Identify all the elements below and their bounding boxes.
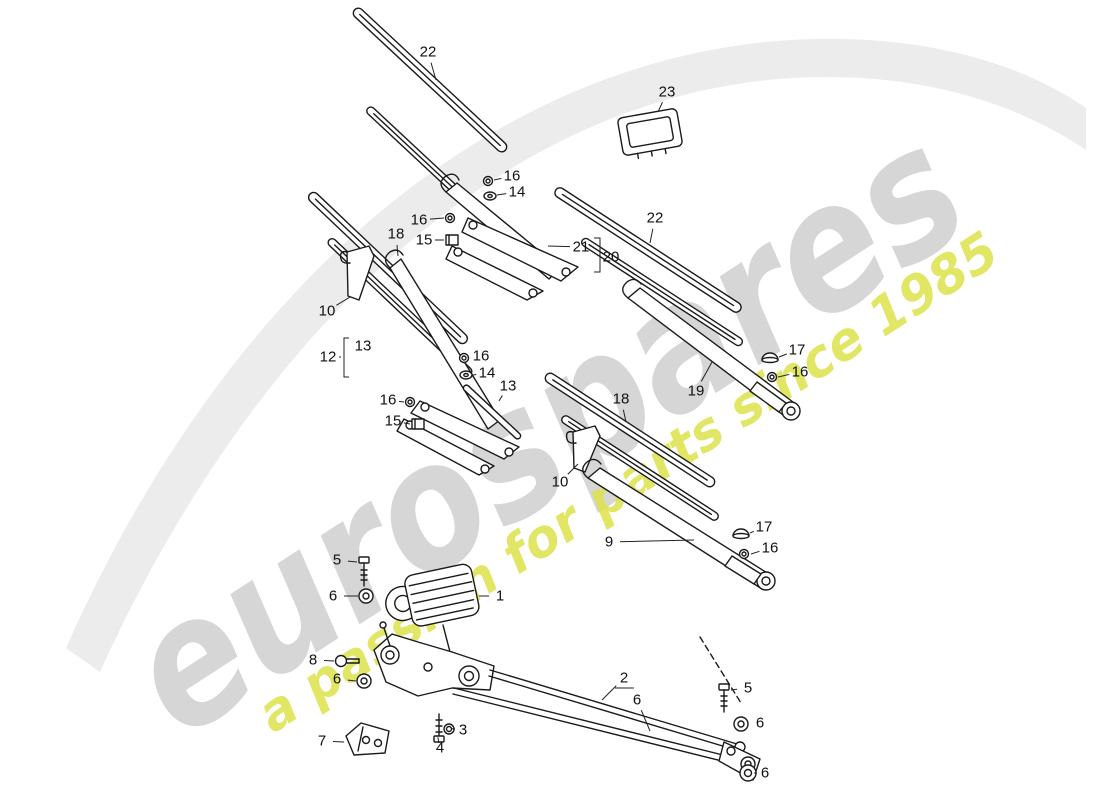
leader-line-10-10 (336, 296, 351, 306)
parts-artwork (307, 7, 801, 782)
leader-line-5-26 (347, 560, 358, 563)
leader-line-17-23 (749, 530, 755, 534)
arm-hook-10-lower (565, 425, 601, 473)
leader-line-4-36 (437, 737, 440, 744)
leader-line-22-9 (649, 228, 654, 244)
screw-5-left (358, 556, 370, 587)
leader-line-21-7 (547, 245, 571, 248)
wiper-arm-19 (622, 278, 801, 421)
bracket-12-13 (343, 337, 349, 378)
leader-line-9-25 (619, 539, 695, 543)
nut-16-left (404, 396, 416, 408)
leader-line-5-33 (730, 688, 738, 691)
bracket-20-21 (594, 237, 601, 273)
cap-17-upper (761, 352, 779, 364)
control-unit-23 (617, 108, 683, 160)
wiper-blade-18-right (544, 372, 716, 488)
leader-line-16-2 (493, 177, 502, 181)
bushing-6-bottom-right (739, 764, 757, 782)
nut-16-top (482, 175, 494, 187)
grommet-6-left-upper (358, 588, 374, 604)
cap-17-lower (732, 528, 750, 540)
washer-14-center (459, 370, 473, 380)
leader-line-19-18 (700, 361, 713, 382)
leader-line-23-1 (657, 101, 663, 113)
watermark-swoosh (66, 38, 1086, 672)
wiper-motor-1 (385, 563, 480, 627)
callout-brackets (343, 237, 634, 689)
assembly-axis-dashed (699, 636, 742, 704)
washer-14-top (483, 191, 497, 201)
leader-line-16-17 (777, 373, 790, 378)
wiper-blade-22-top (352, 7, 508, 153)
leader-line-2-31 (601, 685, 617, 701)
leader-line-17-16 (778, 353, 787, 358)
leader-line-13-15 (498, 395, 503, 402)
leader-line-22-0 (430, 62, 437, 81)
wiper-arm-9 (582, 458, 776, 591)
clip-15-left (411, 418, 425, 430)
wiper-arm-20-21 (440, 173, 579, 301)
leader-line-6-30 (347, 679, 357, 682)
nut-16-right-lower (738, 548, 750, 560)
leader-line-15-20 (403, 422, 411, 425)
grommet-6-right (733, 716, 749, 732)
bolt-8 (334, 654, 360, 668)
leader-line-7-35 (332, 741, 345, 743)
leader-line-16-4 (429, 217, 445, 220)
linkage-bracket (373, 621, 495, 697)
leader-line-18-21 (622, 409, 627, 423)
nut-16-right-upper (766, 371, 778, 383)
motor-shaft (442, 624, 451, 653)
nut-16-center (458, 352, 470, 364)
nut-16-mid (444, 212, 456, 224)
wiper-blade-22-right (554, 187, 742, 313)
screw-4 (433, 713, 445, 743)
leader-lines-layer (323, 62, 790, 774)
leader-line-16-24 (750, 550, 760, 555)
linkage-rods-2 (452, 669, 751, 769)
leader-line-18-6 (396, 244, 399, 257)
leader-line-10-22 (567, 463, 579, 475)
wiper-rubber-13-small (462, 384, 522, 440)
clip-15-top (445, 234, 459, 246)
wiper-blade-22-right-rubber (580, 237, 744, 347)
grommet-6-left-lower (356, 673, 372, 689)
arm-hook-10-upper (339, 245, 375, 301)
bracket-7 (345, 722, 390, 756)
screw-5-right (718, 683, 730, 713)
leader-line-16-19 (398, 400, 405, 403)
wiper-arm-18-left (384, 249, 520, 476)
leader-line-6-32 (640, 709, 651, 732)
leader-line-14-3 (496, 193, 507, 196)
